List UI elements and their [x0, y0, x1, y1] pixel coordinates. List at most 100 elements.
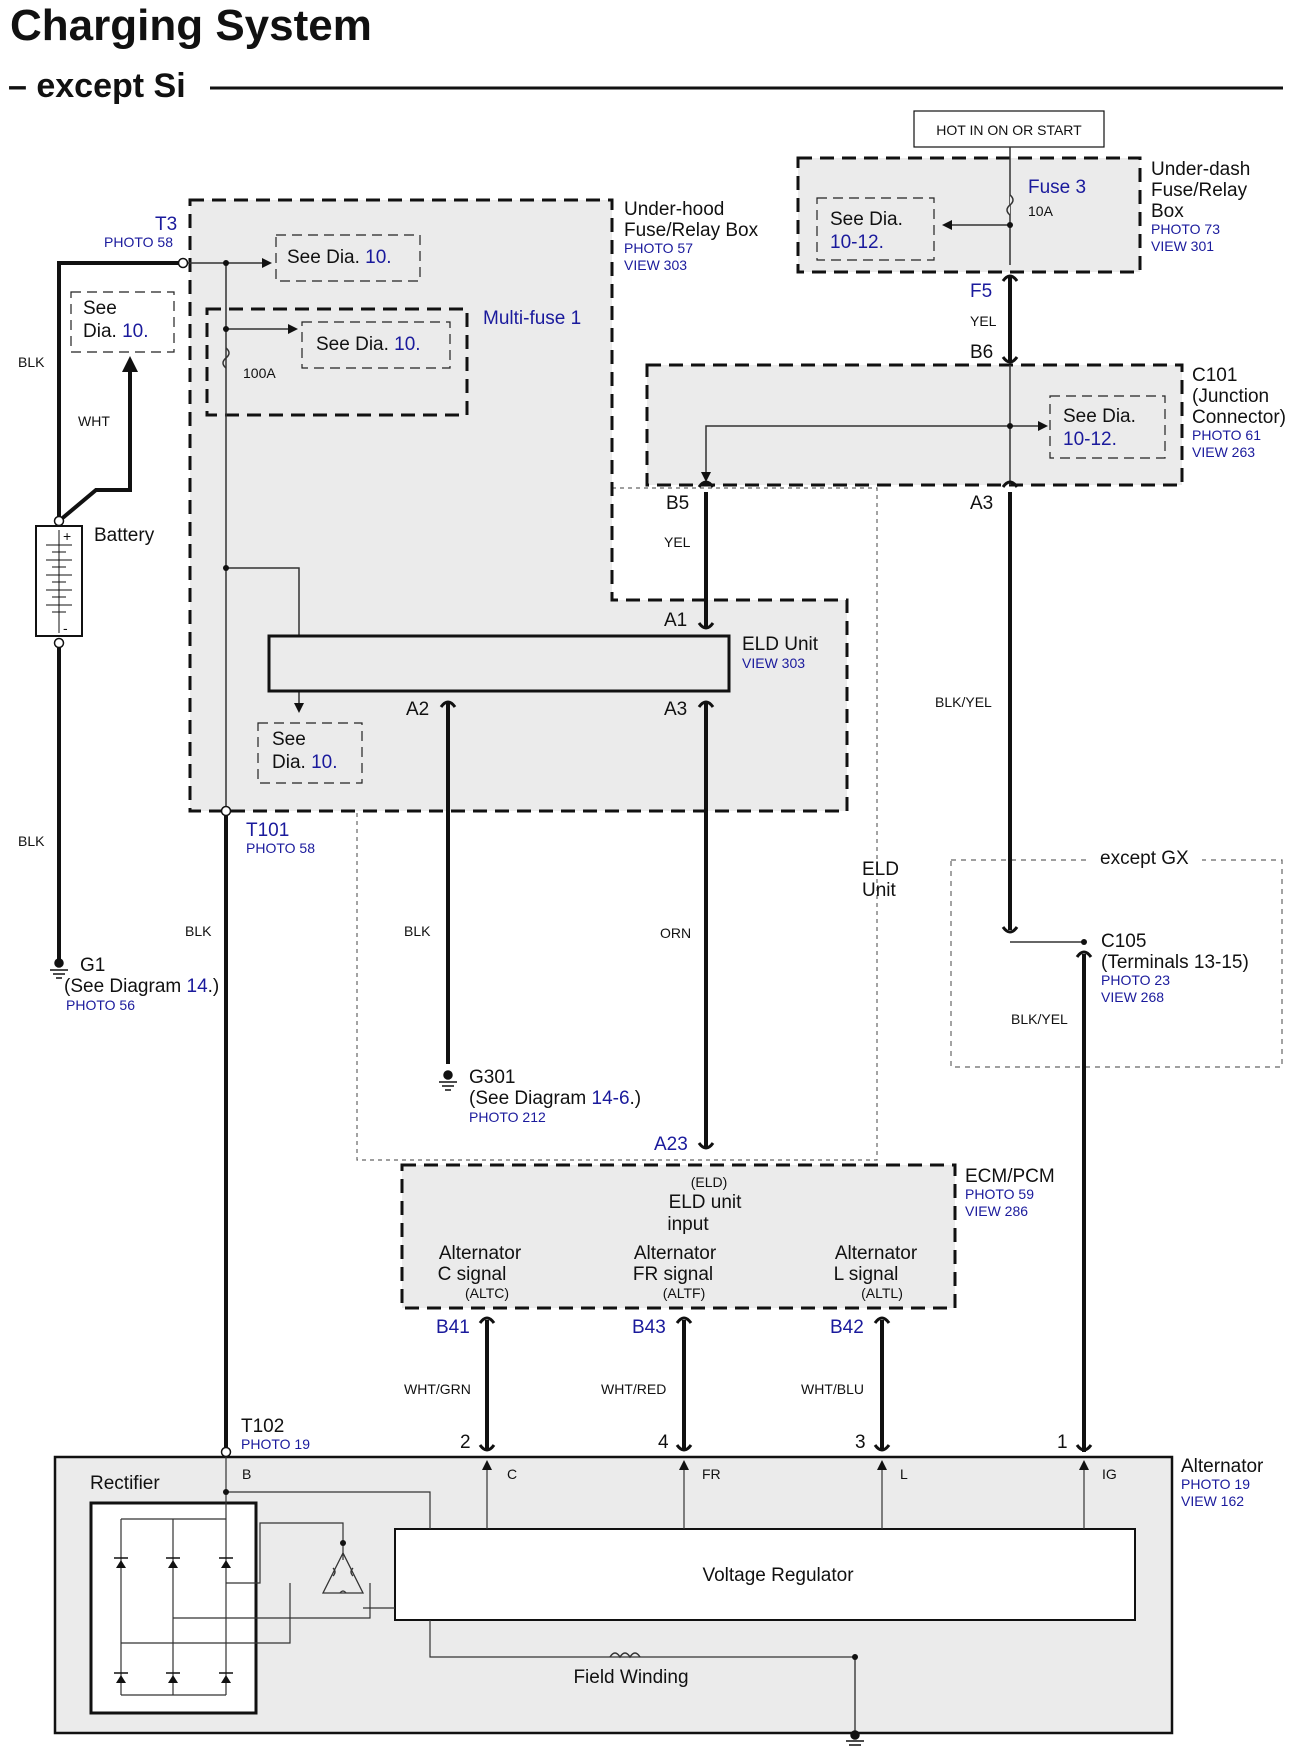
see-dia-1012-box-underdash: See Dia. 10-12.: [816, 197, 935, 261]
battery-label: Battery: [94, 525, 155, 546]
rectifier-diodes: [114, 1557, 233, 1683]
underhood-label-2: Fuse/Relay Box: [624, 220, 759, 241]
alternator-internal-wiring: [120, 1457, 1085, 1735]
arrow-see-dia-multifuse: [288, 324, 298, 334]
junction-dot-rect: [223, 1489, 229, 1495]
wire-label-blk-2: BLK: [18, 833, 45, 849]
voltage-regulator-label: Voltage Regulator: [702, 1565, 854, 1586]
pin-a23: A23: [654, 1134, 688, 1155]
ecm-pcm-box: [400, 1163, 957, 1310]
c105-terminals: (Terminals 13-15): [1101, 952, 1249, 973]
underdash-label-1: Under-dash: [1151, 159, 1250, 180]
wire-label-wht-grn: WHT/GRN: [404, 1381, 471, 1397]
pin-b5: B5: [666, 493, 689, 514]
svg-text:Dia. 10.: Dia. 10.: [272, 752, 338, 773]
t102-photo: PHOTO 19: [241, 1436, 310, 1452]
svg-text:Dia. 10.: Dia. 10.: [83, 321, 149, 342]
g301-label: G301: [469, 1067, 515, 1088]
eld-unit-rect: [267, 634, 731, 693]
alternator-ground-icon: [846, 1730, 864, 1746]
arrow-fuse3-see-dia: [942, 220, 952, 230]
except-gx-region: [950, 859, 1283, 1068]
junction-dot-fuse3: [1007, 222, 1013, 228]
wire-c101-to-b5: [705, 425, 1010, 474]
svg-text:See Dia.: See Dia.: [1063, 406, 1136, 427]
eld-unit-view: VIEW 303: [742, 655, 805, 671]
wire-battery-to-t3: [57, 261, 183, 521]
c101-label-1: C101: [1192, 365, 1237, 386]
svg-text:+: +: [63, 528, 71, 544]
term-l: L: [900, 1466, 908, 1482]
see-dia-10-box-multifuse: See Dia. 10.: [301, 321, 451, 369]
term-ig: IG: [1102, 1466, 1117, 1482]
arrow-eld-see-dia: [294, 703, 304, 713]
except-gx-label-bg: [1090, 848, 1202, 872]
underdash-label-3: Box: [1151, 201, 1184, 222]
eld-unit-label: ELD Unit: [742, 634, 819, 655]
wire-label-wht-blu: WHT/BLU: [801, 1381, 864, 1397]
pin-3: 3: [855, 1432, 866, 1453]
term-b: B: [242, 1466, 251, 1482]
wire-label-blk-3: BLK: [185, 923, 212, 939]
t3-terminal: [177, 257, 189, 269]
t3-photo: PHOTO 58: [104, 234, 173, 250]
fuse3-symbol: [1006, 194, 1014, 216]
diagram-title: Charging System: [10, 1, 372, 50]
c105-view: VIEW 268: [1101, 989, 1164, 1005]
ecm-altf-line2: FR signal: [633, 1264, 713, 1285]
diagram-subtitle: – except Si: [8, 67, 186, 105]
alternator-view: VIEW 162: [1181, 1493, 1244, 1509]
arrow-see-dia-top: [262, 258, 272, 268]
t102-label: T102: [241, 1416, 284, 1437]
wire-label-blk-yel-1: BLK/YEL: [935, 694, 992, 710]
c105-photo: PHOTO 23: [1101, 972, 1170, 988]
alternator-label: Alternator: [1181, 1456, 1264, 1477]
multifuse-box: [205, 307, 469, 417]
see-dia-10-box-eld: See Dia. 10.: [257, 722, 363, 784]
underhood-view: VIEW 303: [624, 257, 687, 273]
pin-2: 2: [460, 1432, 471, 1453]
field-winding-label: Field Winding: [573, 1667, 688, 1688]
junction-dot-c105: [1081, 939, 1087, 945]
pin-4: 4: [658, 1432, 669, 1453]
c105-label: C105: [1101, 931, 1146, 952]
junction-dot-a: [223, 260, 229, 266]
svg-text:-: -: [63, 620, 68, 636]
underdash-label-2: Fuse/Relay: [1151, 180, 1248, 201]
pin-b6: B6: [970, 342, 993, 363]
term-fr: FR: [702, 1466, 721, 1482]
ecm-label: ECM/PCM: [965, 1166, 1055, 1187]
junction-dot-field: [852, 1654, 858, 1660]
alternator-photo: PHOTO 19: [1181, 1476, 1250, 1492]
voltage-regulator-box: [394, 1528, 1136, 1621]
pin-a3-c101: A3: [970, 493, 993, 514]
underhood-label-1: Under-hood: [624, 199, 724, 220]
g1-see: (See Diagram 14.): [64, 976, 219, 997]
svg-text:See Dia. 10.: See Dia. 10.: [316, 334, 421, 355]
pin-a1: A1: [664, 610, 687, 631]
underdash-fuse-box: [796, 156, 1142, 274]
fuse3-rating: 10A: [1028, 203, 1054, 219]
except-gx-label: except GX: [1100, 848, 1189, 869]
ecm-altc-abbr: (ALTC): [465, 1285, 509, 1301]
multifuse-rating: 100A: [243, 365, 276, 381]
ecm-altc-line1: Alternator: [439, 1243, 522, 1264]
c101-view: VIEW 263: [1192, 444, 1255, 460]
hot-in-on-or-start-box: HOT IN ON OR START: [913, 110, 1105, 148]
term-c: C: [507, 1466, 517, 1482]
eld-region-label-1: ELD: [862, 859, 899, 880]
c101-junction-connector: [645, 363, 1184, 487]
arrow-c101-see-dia: [1038, 421, 1048, 431]
g1-ground-icon: [50, 958, 68, 979]
g1-label: G1: [80, 955, 105, 976]
signal-arrows: [482, 1460, 1089, 1470]
pin-f5: F5: [970, 281, 992, 302]
wire-wht-battery: [57, 370, 132, 523]
wire-label-blk-yel-2: BLK/YEL: [1011, 1011, 1068, 1027]
svg-text:See Dia.: See Dia.: [830, 209, 903, 230]
ecm-eld-abbr: (ELD): [691, 1174, 728, 1190]
wire-label-wht-red: WHT/RED: [601, 1381, 666, 1397]
svg-text:10-12.: 10-12.: [1063, 429, 1117, 450]
fuse3-label: Fuse 3: [1028, 177, 1086, 198]
